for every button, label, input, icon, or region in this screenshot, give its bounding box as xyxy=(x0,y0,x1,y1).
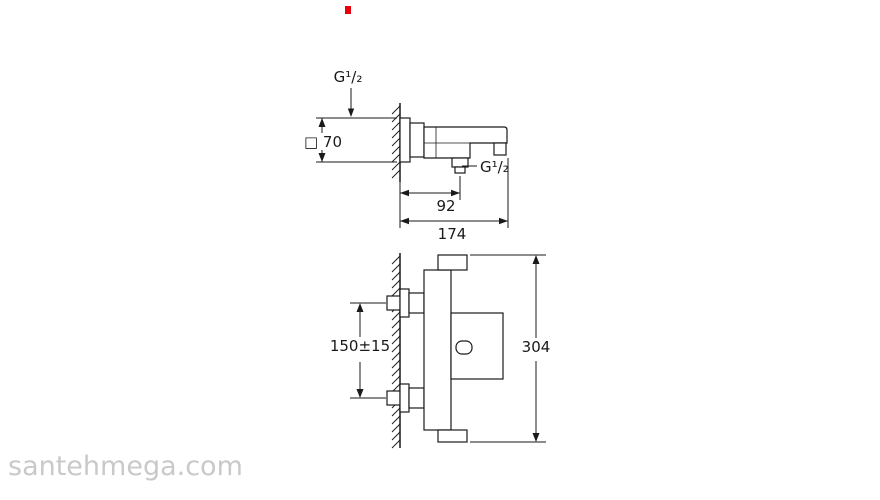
union-nut xyxy=(409,122,425,158)
dim-150-label: 150±15 xyxy=(330,337,390,355)
upper-inlet-escutcheon xyxy=(399,288,410,318)
dim-174-label: 174 xyxy=(438,225,467,243)
bottom-outlet-block xyxy=(437,429,468,443)
inlet-thread-label: G¹/₂ xyxy=(334,68,363,86)
flange-size-label: □ 70 xyxy=(304,133,342,151)
logo-emboss xyxy=(455,340,473,355)
lower-inlet-nut xyxy=(408,387,425,409)
mixer-body-spout xyxy=(423,126,508,159)
wall-hatch-pattern-bottom xyxy=(391,255,401,449)
shower-outlet-nipple xyxy=(454,166,466,174)
wall-hatch-pattern-top xyxy=(391,105,401,179)
lower-inlet-escutcheon xyxy=(399,383,410,413)
flange-dim-arrows xyxy=(318,118,326,162)
watermark-text: santehmega.com xyxy=(8,451,243,482)
red-mark xyxy=(345,6,351,14)
outlet-thread-label: G¹/₂ xyxy=(480,158,509,176)
body-column xyxy=(423,269,452,431)
lower-inlet-union-back xyxy=(386,390,401,406)
wall-flange xyxy=(399,117,411,163)
dim-304-label: 304 xyxy=(522,338,551,356)
top-outlet-block xyxy=(437,254,468,271)
bottom-view: 150±15 304 xyxy=(330,253,551,449)
dim-92-label: 92 xyxy=(436,197,455,215)
spout-aerator-tip xyxy=(493,142,507,156)
inlet-thread-arrow xyxy=(347,108,355,117)
top-view: G¹/₂ □ 70 G¹/₂ 92 174 xyxy=(304,68,509,243)
upper-inlet-nut xyxy=(408,292,425,314)
upper-inlet-union-back xyxy=(386,295,401,311)
